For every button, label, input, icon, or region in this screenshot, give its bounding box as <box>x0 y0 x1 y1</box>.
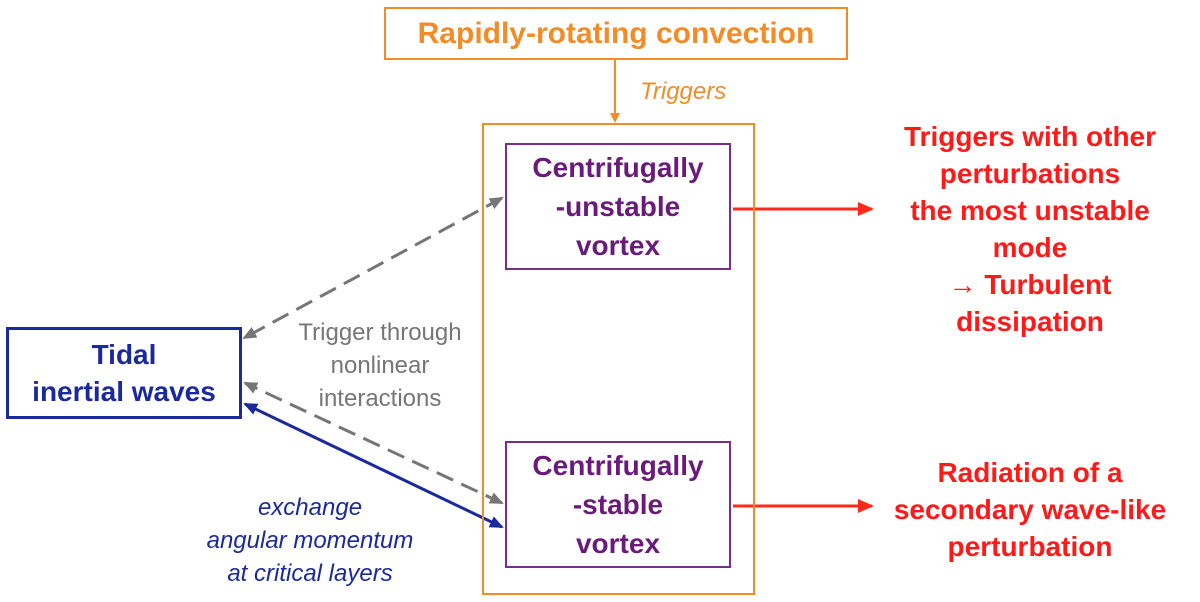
stable-outcome-text: Radiation of a secondary wave-like pertu… <box>860 454 1200 565</box>
vortex-container-box <box>482 123 755 595</box>
nonlinear-trigger-label: Trigger through nonlinear interactions <box>280 316 480 415</box>
unstable-outcome-line: mode <box>992 232 1068 263</box>
tidal-waves-line: inertial waves <box>32 376 216 407</box>
tidal-waves-line: Tidal <box>91 339 157 370</box>
stable-outcome-line: Radiation of a <box>937 457 1123 488</box>
unstable-vortex-line: Centrifugally <box>532 152 704 183</box>
stable-outcome-line: perturbation <box>947 531 1113 562</box>
triggers-text: Triggers <box>640 78 727 105</box>
angular-momentum-label: exchange angular momentum at critical la… <box>160 491 460 590</box>
nonlinear-trigger-line: interactions <box>318 385 442 412</box>
stable-outcome-line: secondary wave-like <box>893 494 1167 525</box>
angular-momentum-exchange-arrow <box>243 402 504 529</box>
unstable-outcome-line: dissipation <box>956 306 1104 337</box>
rapid-convection-label: Rapidly-rotating convection <box>417 16 815 50</box>
unstable-vortex-line: -unstable <box>555 191 681 222</box>
unstable-outcome-line: Triggers with other <box>903 121 1157 152</box>
unstable-outcome-line: perturbations <box>939 158 1121 189</box>
angular-momentum-line: at critical layers <box>227 560 393 587</box>
stable-vortex-box: Centrifugally -stable vortex <box>505 441 731 568</box>
stable-vortex-line: -stable <box>572 489 664 520</box>
rapid-convection-box: Rapidly-rotating convection <box>384 7 848 60</box>
unstable-to-tidal-dashed-arrow <box>242 196 504 340</box>
triggers-label: Triggers <box>640 78 726 106</box>
unstable-outcome-line: the most unstable <box>910 195 1150 226</box>
nonlinear-trigger-line: nonlinear <box>330 352 430 379</box>
stable-vortex-line: Centrifugally <box>532 450 704 481</box>
nonlinear-trigger-line: Trigger through <box>298 319 462 346</box>
angular-momentum-line: exchange <box>257 494 363 521</box>
unstable-vortex-box: Centrifugally -unstable vortex <box>505 143 731 270</box>
unstable-outcome-line: → Turbulent <box>948 269 1112 300</box>
tidal-waves-box: Tidal inertial waves <box>6 327 242 419</box>
unstable-outcome-text: Triggers with other perturbations the mo… <box>860 118 1200 340</box>
angular-momentum-line: angular momentum <box>206 527 414 554</box>
stable-vortex-line: vortex <box>575 528 661 559</box>
unstable-vortex-line: vortex <box>575 230 661 261</box>
